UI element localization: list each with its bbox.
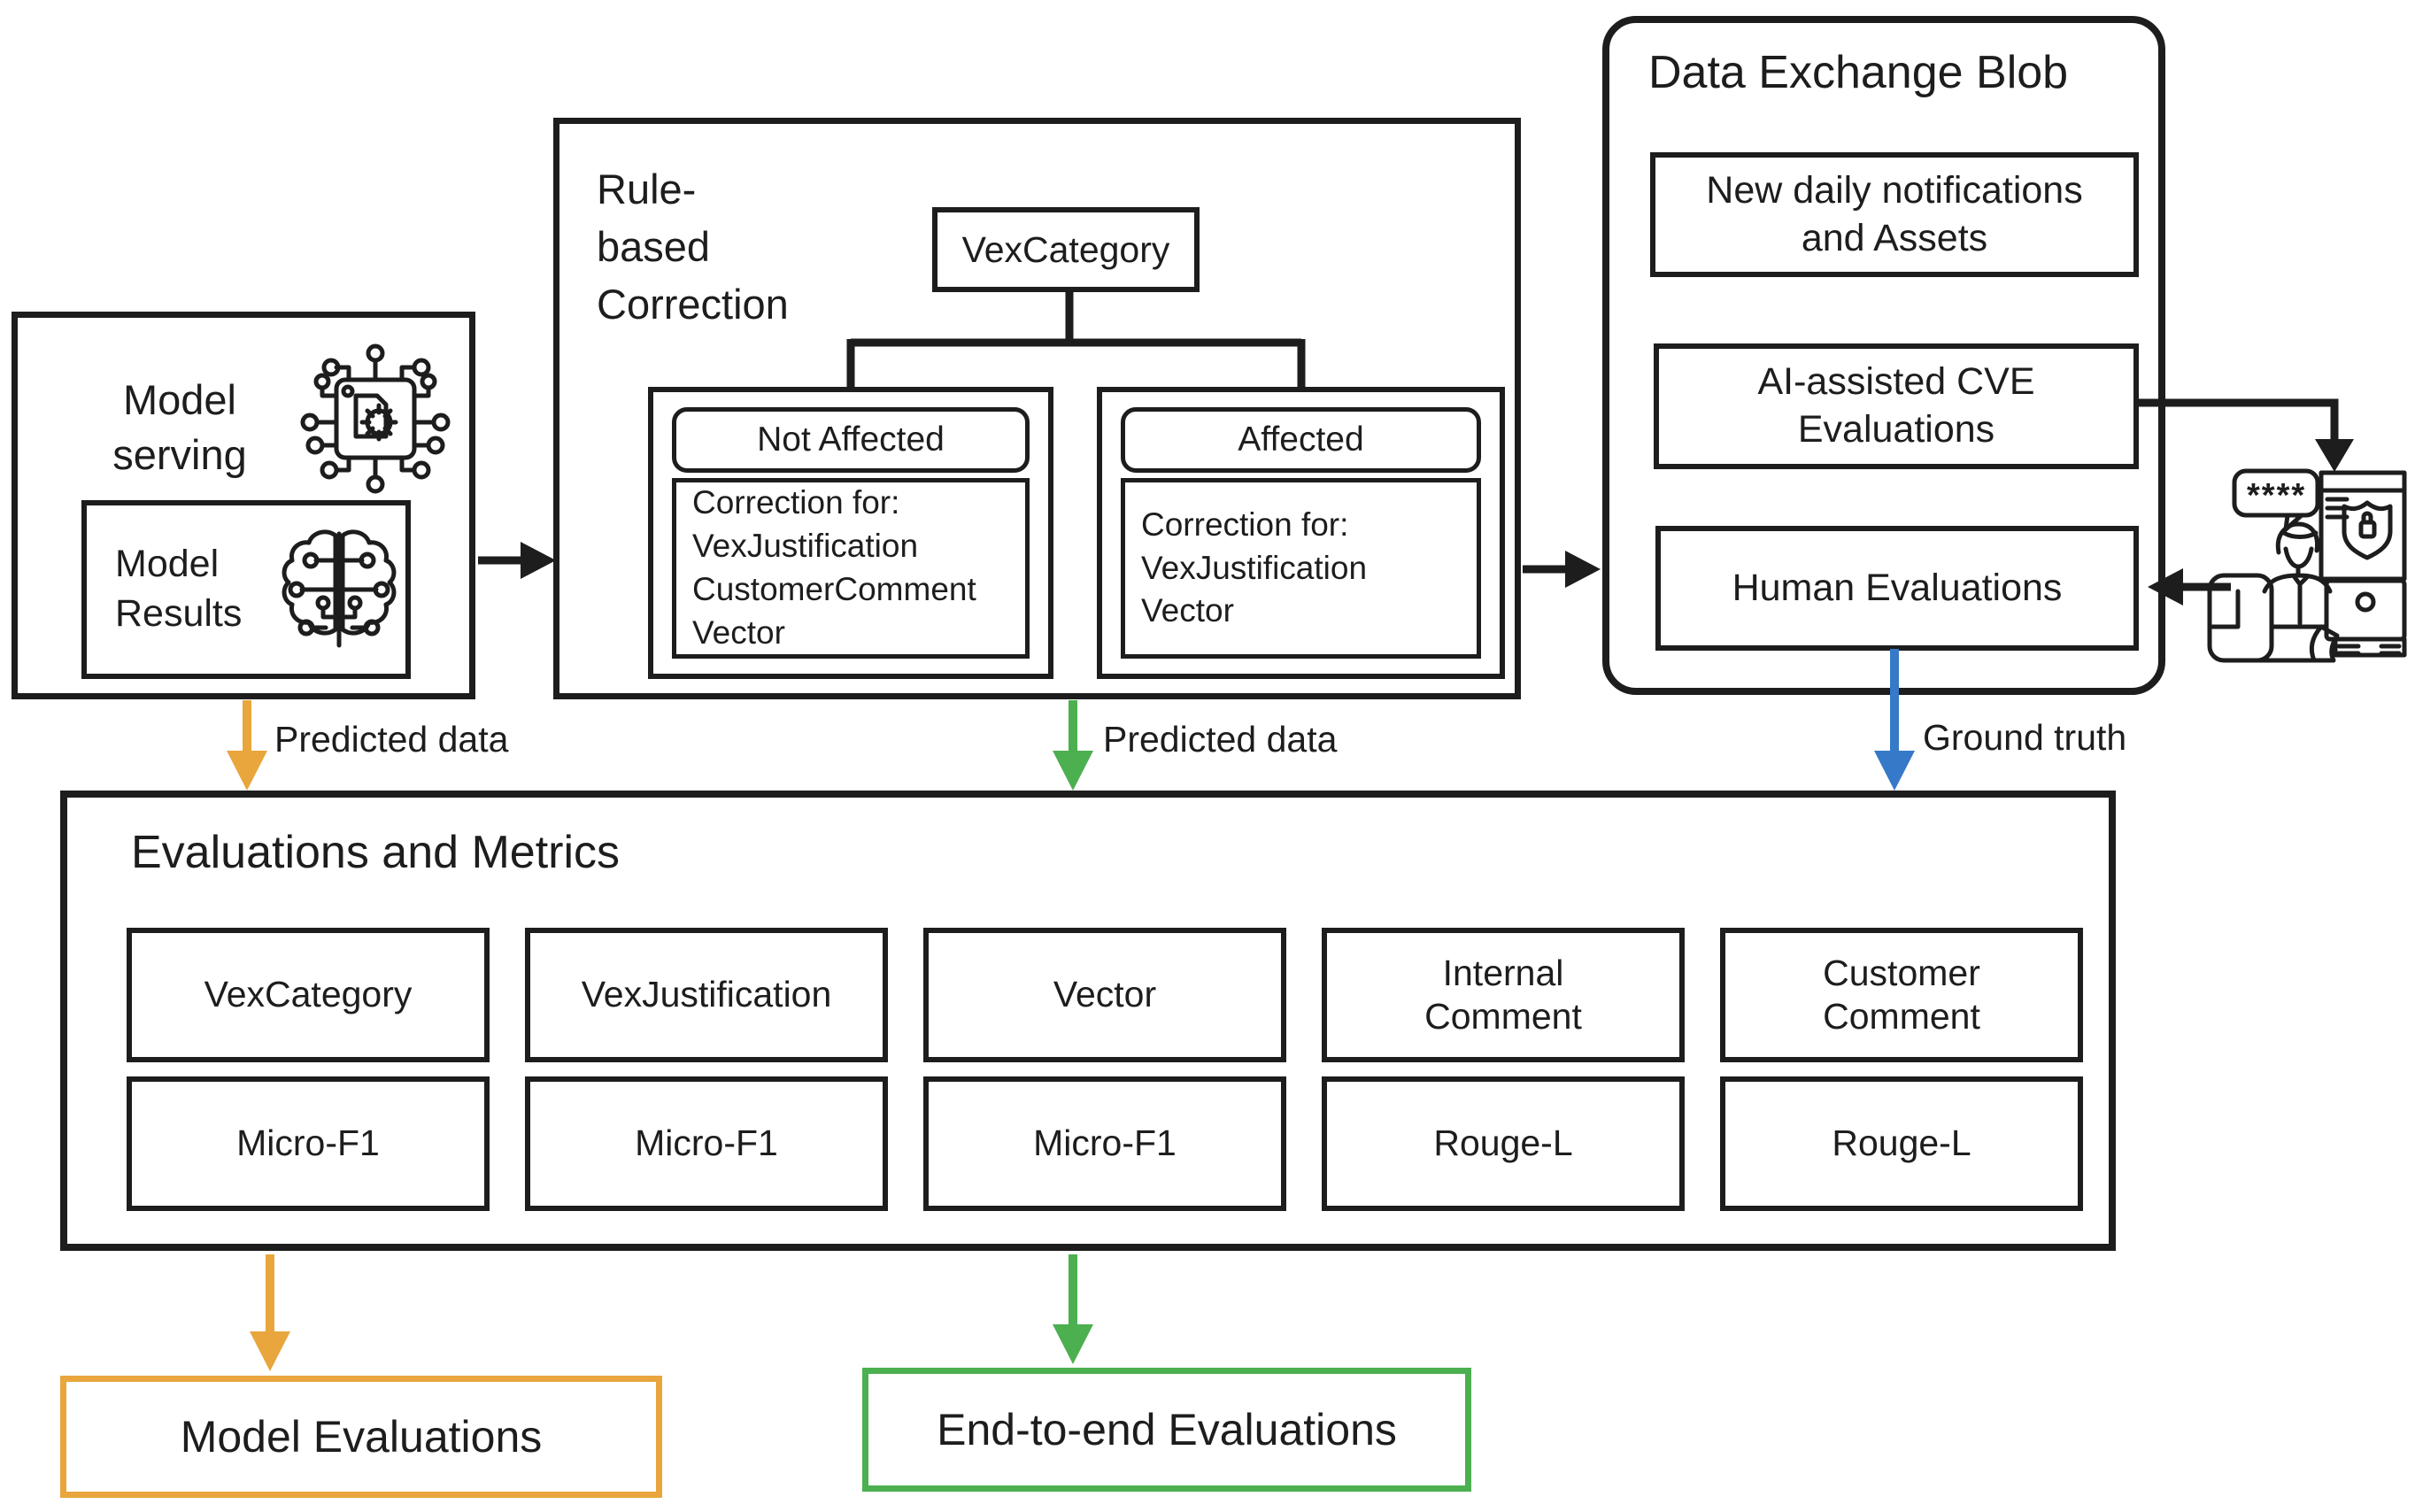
predicted-data-label-mid: Predicted data bbox=[1103, 719, 1338, 760]
field-cell-internal-comment: Internal Comment bbox=[1322, 928, 1685, 1062]
field-cell-vector: Vector bbox=[923, 928, 1286, 1062]
not-affected-branch-box: Not Affected Correction for: VexJustific… bbox=[648, 387, 1053, 679]
affected-branch-box: Affected Correction for: VexJustificatio… bbox=[1097, 387, 1505, 679]
password-bubble-icon bbox=[2232, 468, 2320, 532]
ai-assisted-cve-evaluations-label: AI-assisted CVE Evaluations bbox=[1757, 360, 2035, 451]
rule-based-correction-box: Rule- based Correction VexCategory Not A… bbox=[553, 118, 1521, 699]
human-evaluations-box: Human Evaluations bbox=[1655, 526, 2139, 651]
metric-cell-vector: Micro-F1 bbox=[923, 1076, 1286, 1211]
metric-label: Micro-F1 bbox=[635, 1122, 778, 1164]
field-cell-customer-comment: Customer Comment bbox=[1720, 928, 2083, 1062]
brain-circuit-icon bbox=[282, 529, 397, 648]
arrow-to-model-evaluations bbox=[250, 1254, 290, 1371]
new-daily-notifications-label: New daily notifications and Assets bbox=[1706, 168, 2083, 259]
model-evaluations-label: Model Evaluations bbox=[180, 1412, 543, 1462]
password-mask-text: **** bbox=[2247, 477, 2306, 514]
model-results-label: Model Results bbox=[115, 543, 243, 635]
end-to-end-evaluations-label: End-to-end Evaluations bbox=[937, 1405, 1397, 1454]
evaluations-and-metrics-box: Evaluations and Metrics VexCategory VexJ… bbox=[60, 791, 2116, 1251]
arrow-predicted-data-left bbox=[227, 700, 267, 791]
evaluations-and-metrics-title: Evaluations and Metrics bbox=[131, 827, 621, 878]
metric-cell-vexcategory: Micro-F1 bbox=[127, 1076, 490, 1211]
affected-header: Affected bbox=[1121, 407, 1481, 473]
field-cell-vexcategory: VexCategory bbox=[127, 928, 490, 1062]
rule-based-correction-title: Rule- based Correction bbox=[597, 166, 789, 328]
metric-cell-internal-comment: Rouge-L bbox=[1322, 1076, 1685, 1211]
arrow-rule-to-blob bbox=[1523, 551, 1601, 588]
field-label: Vector bbox=[1053, 974, 1157, 1015]
metric-cell-customer-comment: Rouge-L bbox=[1720, 1076, 2083, 1211]
arrow-predicted-data-mid bbox=[1053, 700, 1093, 791]
field-label: VexCategory bbox=[204, 974, 413, 1015]
ai-chip-icon bbox=[300, 343, 451, 494]
not-affected-corrections: Correction for: VexJustification Custome… bbox=[672, 478, 1030, 659]
person-figure bbox=[2207, 521, 2407, 663]
data-exchange-blob-title: Data Exchange Blob bbox=[1648, 47, 2069, 98]
not-affected-label: Not Affected bbox=[757, 420, 945, 459]
data-exchange-blob-box: Data Exchange Blob New daily notificatio… bbox=[1602, 16, 2165, 695]
field-cell-vexjustification: VexJustification bbox=[525, 928, 888, 1062]
affected-label: Affected bbox=[1238, 420, 1364, 459]
new-daily-notifications-box: New daily notifications and Assets bbox=[1650, 152, 2139, 277]
arrow-model-to-rule bbox=[478, 542, 556, 579]
arrow-ai-to-analyst bbox=[2137, 398, 2354, 472]
field-label: Customer Comment bbox=[1823, 952, 1980, 1037]
affected-corrections: Correction for: VexJustification Vector bbox=[1121, 478, 1481, 659]
model-results-box: Model Results bbox=[81, 500, 411, 679]
secure-browser-icon bbox=[2319, 470, 2407, 582]
metric-cell-vexjustification: Micro-F1 bbox=[525, 1076, 888, 1211]
field-label: Internal Comment bbox=[1424, 952, 1582, 1037]
field-label: VexJustification bbox=[581, 974, 832, 1015]
metric-label: Rouge-L bbox=[1832, 1122, 1971, 1164]
ai-assisted-cve-evaluations-box: AI-assisted CVE Evaluations bbox=[1654, 343, 2139, 469]
model-serving-title: Model serving bbox=[112, 376, 247, 479]
metric-label: Rouge-L bbox=[1433, 1122, 1573, 1164]
human-evaluations-label: Human Evaluations bbox=[1732, 566, 2063, 609]
model-evaluations-box: Model Evaluations bbox=[60, 1376, 662, 1498]
ground-truth-label: Ground truth bbox=[1923, 717, 2127, 758]
not-affected-header: Not Affected bbox=[672, 407, 1030, 473]
metric-label: Micro-F1 bbox=[236, 1122, 380, 1164]
arrow-to-end-to-end-evaluations bbox=[1053, 1254, 1093, 1364]
vexcategory-root-label: VexCategory bbox=[961, 228, 1170, 270]
analyst-at-laptop-icon: **** bbox=[2207, 468, 2407, 663]
end-to-end-evaluations-box: End-to-end Evaluations bbox=[862, 1368, 1471, 1492]
predicted-data-label-left: Predicted data bbox=[274, 719, 509, 760]
model-serving-box: Model serving bbox=[12, 312, 475, 699]
metric-label: Micro-F1 bbox=[1033, 1122, 1177, 1164]
vexcategory-root-box: VexCategory bbox=[932, 207, 1200, 292]
